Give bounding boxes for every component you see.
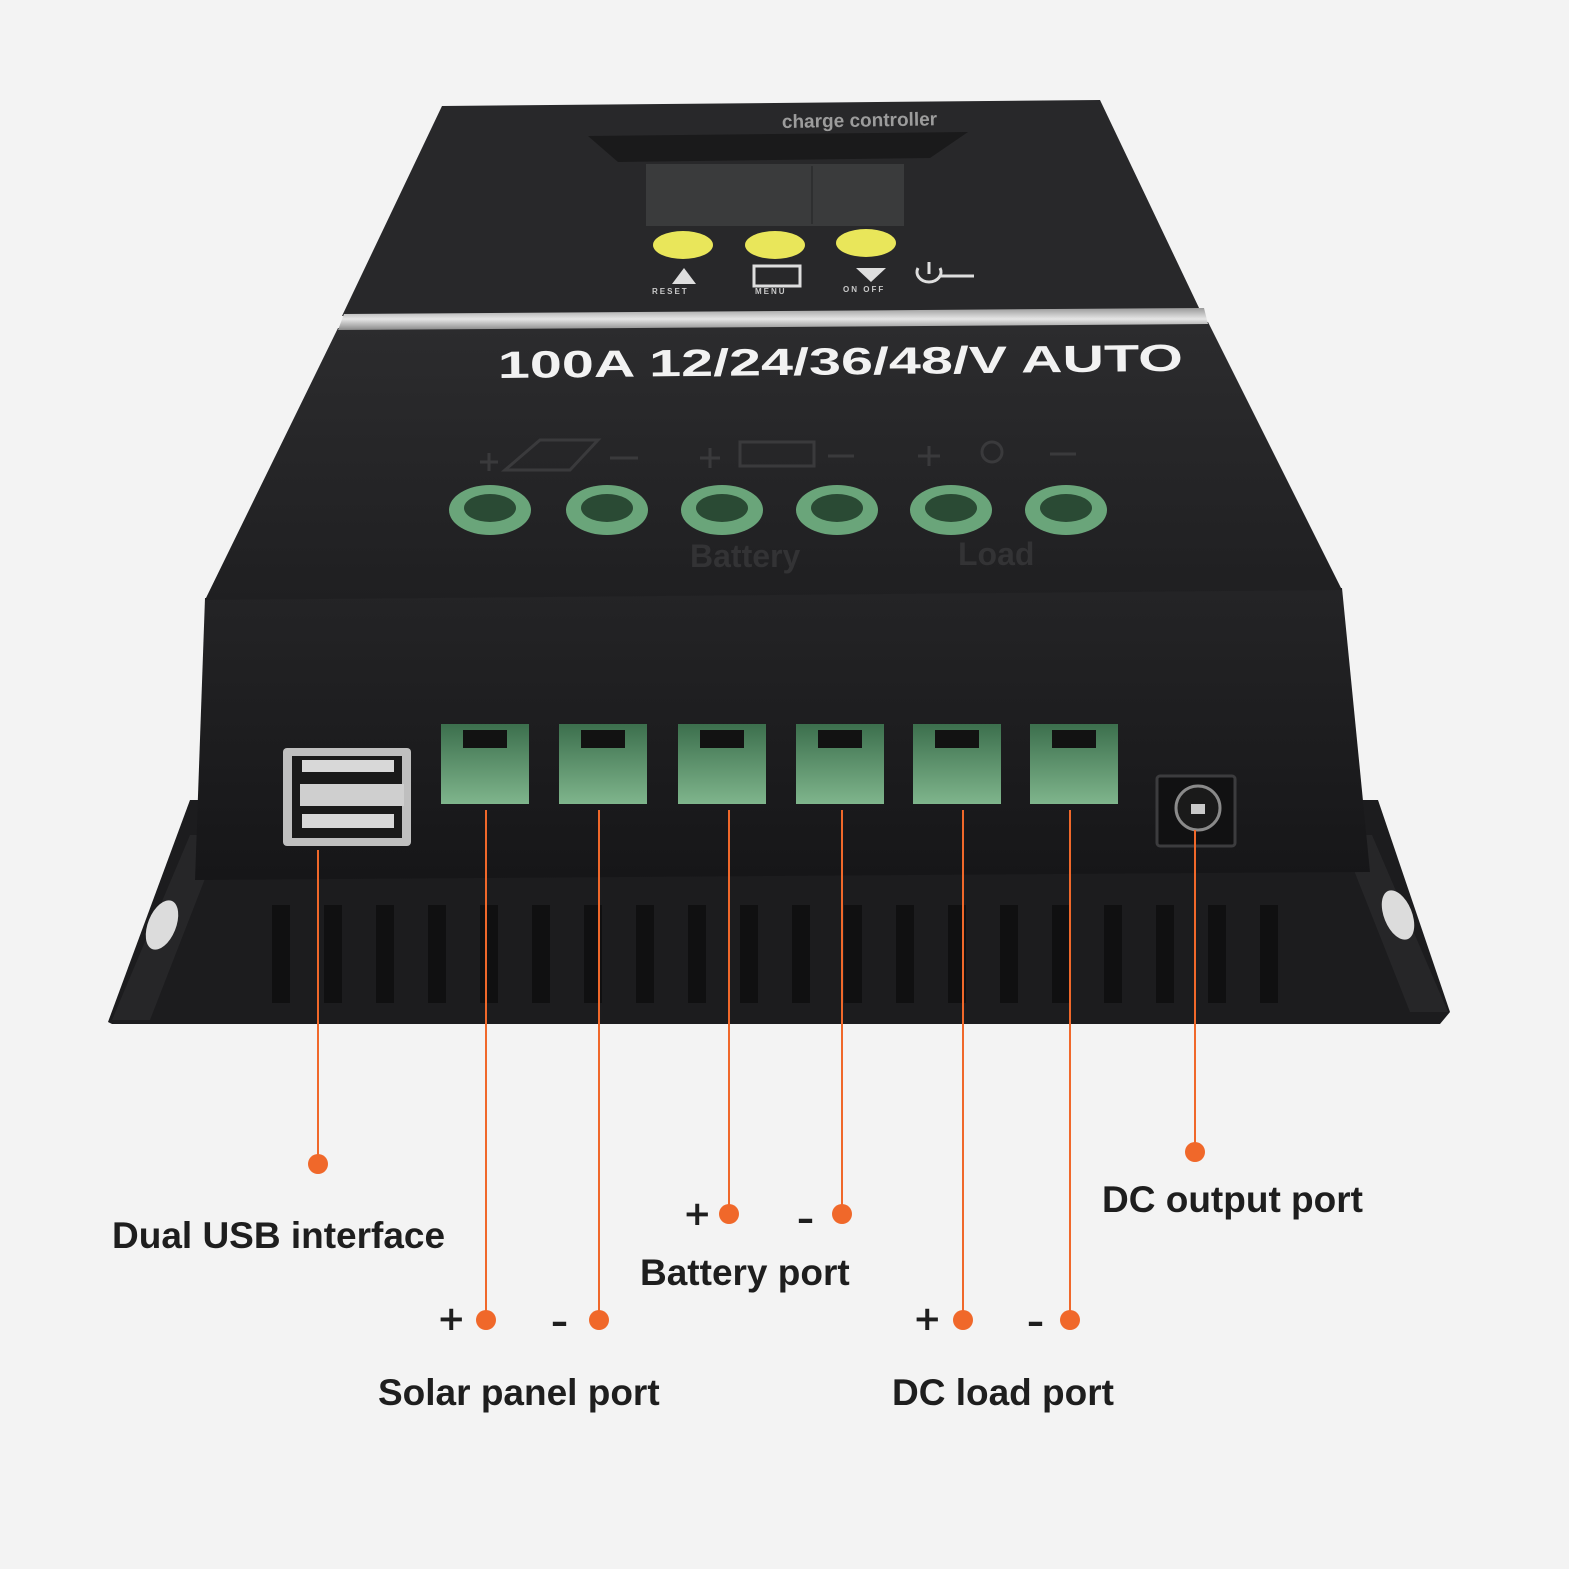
solar-minus-sign: – (551, 1302, 568, 1342)
device-front-face (195, 588, 1370, 880)
terminal-slot-opening (581, 730, 625, 748)
heatsink-fin (480, 905, 498, 1003)
heatsink-fin (792, 905, 810, 1003)
metal-stripe (338, 308, 1208, 330)
heatsink-fin (844, 905, 862, 1003)
terminal-screw-hole (925, 494, 977, 522)
terminal-slot-opening (935, 730, 979, 748)
heatsink-fin (688, 905, 706, 1003)
heatsink-fin (376, 905, 394, 1003)
terminal-screw-hole (581, 494, 633, 522)
battery-callout: Battery port (640, 1252, 850, 1293)
terminal-slot-opening (1052, 730, 1096, 748)
usb-callout: Dual USB interface (112, 1215, 446, 1256)
battery-faint-label: Battery (690, 538, 800, 574)
leader-dot (832, 1204, 852, 1224)
terminal-screw-hole (811, 494, 863, 522)
leader-lines (308, 810, 1205, 1330)
leader-dot (719, 1204, 739, 1224)
heatsink-fin (428, 905, 446, 1003)
menu-label: MENU (755, 287, 787, 296)
heatsink-fin (1208, 905, 1226, 1003)
heatsink-fin (1156, 905, 1174, 1003)
down-arrow-icon (856, 268, 886, 282)
heatsink-fin (948, 905, 966, 1003)
dc-output-callout: DC output port (1102, 1179, 1363, 1220)
terminal-slots (441, 724, 1118, 804)
mounting-hole-left (145, 900, 179, 950)
brand-text: charge controller (782, 109, 938, 133)
solar-callout: Solar panel port (378, 1372, 660, 1413)
terminal-slot-opening (700, 730, 744, 748)
spec-text: 100A 12/24/36/48/V AUTO (498, 338, 1183, 387)
lcd-screen (646, 164, 904, 226)
menu-icon (752, 264, 802, 288)
heatsink-fin (1000, 905, 1018, 1003)
leader-dot (953, 1310, 973, 1330)
terminal-screws (449, 485, 1107, 535)
heatsink-fin (532, 905, 550, 1003)
solar-plus-sign: + (437, 1299, 466, 1339)
dual-usb-port-icon (283, 748, 411, 846)
load-minus-sign: – (1027, 1302, 1044, 1342)
heatsink-fin (1104, 905, 1122, 1003)
reset-button[interactable] (653, 231, 713, 259)
terminal-slot-opening (463, 730, 507, 748)
reset-arrow-icon (672, 268, 696, 284)
leader-dot (476, 1310, 496, 1330)
leader-dot (1060, 1310, 1080, 1330)
load-callout: DC load port (892, 1372, 1114, 1413)
lamp-symbol-icon (918, 440, 1076, 466)
solar-panel-symbol-icon (480, 438, 638, 472)
leader-dot (589, 1310, 609, 1330)
heatsink-fin (636, 905, 654, 1003)
heatsink-fin (272, 905, 290, 1003)
terminal-screw-hole (464, 494, 516, 522)
battery-minus-sign: – (797, 1199, 814, 1239)
onoff-button[interactable] (836, 229, 896, 257)
leader-dot (1185, 1142, 1205, 1162)
heatsink-fin (1260, 905, 1278, 1003)
load-plus-sign: + (913, 1299, 942, 1339)
menu-button[interactable] (745, 231, 805, 259)
terminal-screw-hole (696, 494, 748, 522)
mounting-hole-right (1381, 890, 1415, 940)
power-icon (915, 262, 974, 284)
load-faint-label: Load (958, 536, 1034, 572)
heatsink-fin (896, 905, 914, 1003)
leader-dot (308, 1154, 328, 1174)
battery-plus-sign: + (683, 1194, 712, 1234)
terminal-slot-opening (818, 730, 862, 748)
heatsink-fin (584, 905, 602, 1003)
terminal-screw-hole (1040, 494, 1092, 522)
battery-symbol-icon (700, 440, 854, 468)
heatsink-fin (740, 905, 758, 1003)
heatsink-fins (272, 905, 1278, 1003)
heatsink-fin (1052, 905, 1070, 1003)
heatsink-fin (324, 905, 342, 1003)
lcd-bezel (588, 132, 968, 162)
reset-label: RESET (652, 287, 689, 296)
onoff-label: ON OFF (843, 285, 885, 294)
